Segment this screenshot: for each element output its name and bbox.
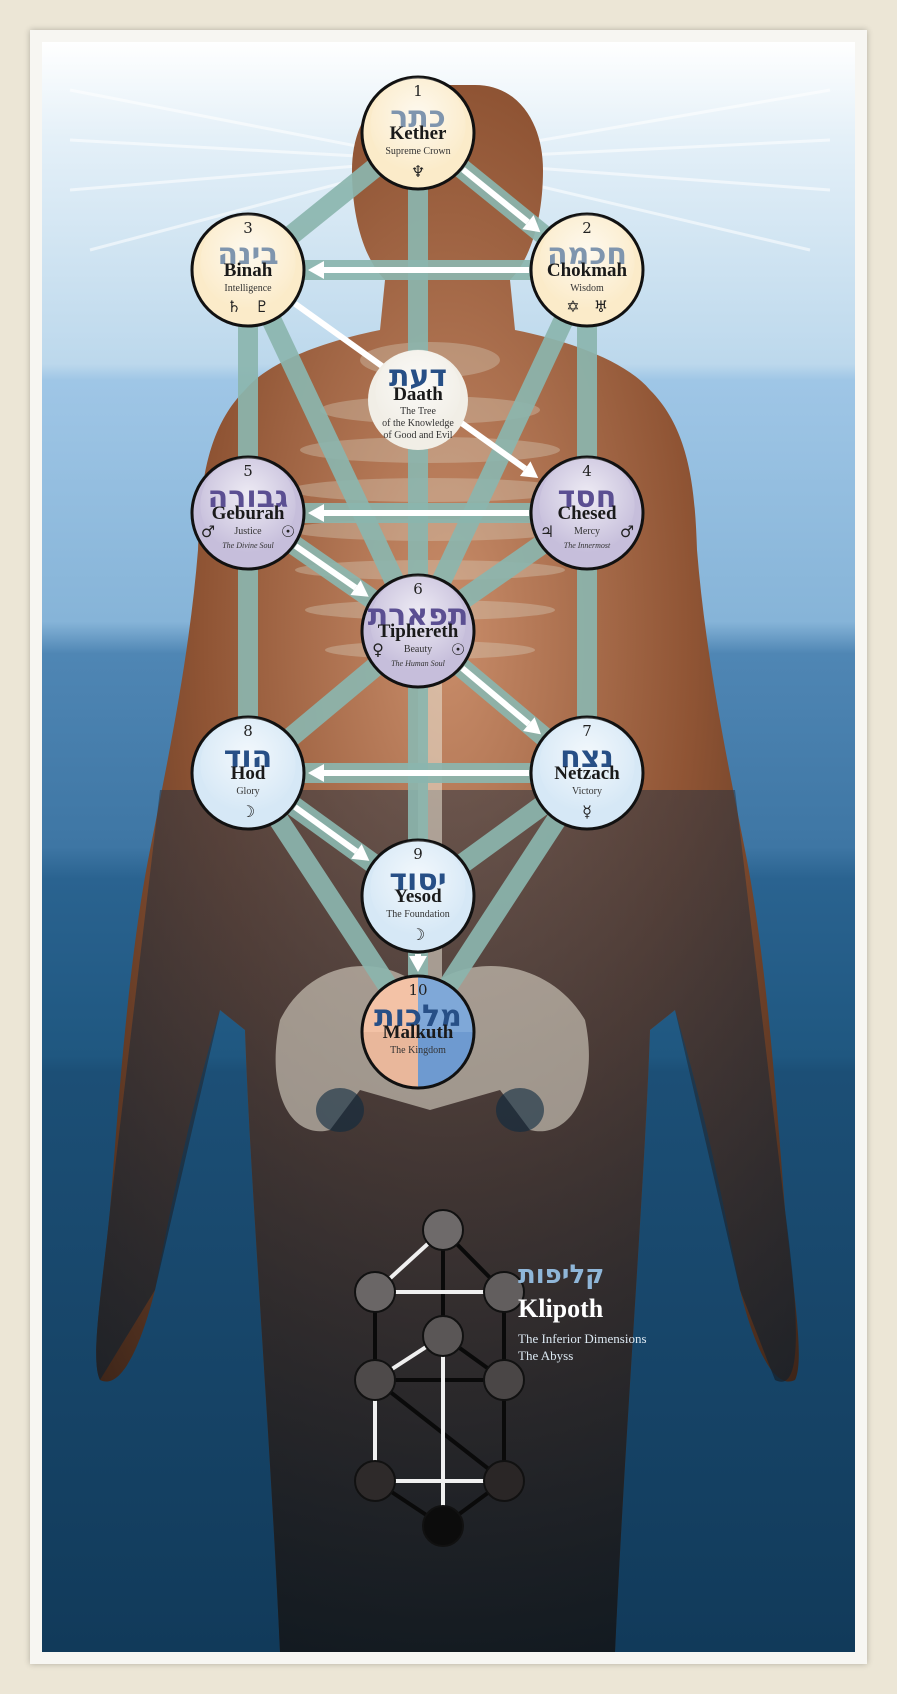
sephirah-number: 9: [413, 845, 423, 863]
sephirah-subtitle: The Kingdom: [390, 1045, 446, 1056]
sephirah-subtitle: The Foundation: [386, 909, 450, 920]
sephirah-name: Yesod: [394, 886, 442, 907]
planet-symbol-icon: ☉: [451, 640, 465, 659]
sephirah-subtitle: Victory: [572, 786, 602, 797]
sephirah-tiny: The Divine Soul: [222, 541, 274, 550]
klipoth-node: [355, 1461, 395, 1501]
planet-symbol-icon: ☽: [411, 925, 425, 944]
sephirah-subtitle: Supreme Crown: [385, 146, 450, 157]
planet-symbol-icon: ♂: [620, 522, 634, 541]
sephirah-name: Netzach: [554, 763, 620, 784]
sephirah-tiny: The Human Soul: [391, 659, 446, 668]
klipoth-title: Klipoth: [518, 1294, 604, 1323]
sephirah-name: Chokmah: [547, 260, 628, 281]
klipoth-node: [484, 1360, 524, 1400]
planet-symbol-icon: ☿: [582, 802, 592, 821]
sephirah-number: 4: [582, 462, 592, 480]
sephirah-number: 6: [413, 580, 423, 598]
klipoth-subtitle-1: The Inferior Dimensions: [518, 1331, 647, 1346]
sephirah-tiny: of Good and Evil: [383, 430, 452, 441]
sephirah-subtitle2: of the Knowledge: [382, 418, 454, 429]
planet-symbol-icon: ♅: [594, 297, 608, 316]
sephirah-number: 8: [243, 722, 253, 740]
planet-symbol-icon: ♆: [411, 162, 425, 181]
sephirah-subtitle: Mercy: [574, 526, 600, 537]
sephirah-name: Daath: [393, 384, 443, 405]
sephirah-number: 2: [582, 219, 592, 237]
sephirah-number: 10: [408, 981, 427, 999]
klipoth-subtitle-2: The Abyss: [518, 1348, 573, 1363]
sephirah-name: Malkuth: [383, 1022, 454, 1043]
sephirah-name: Geburah: [212, 503, 285, 524]
planet-symbol-icon: ♂: [201, 522, 215, 541]
klipoth-node: [355, 1272, 395, 1312]
sephirah-subtitle: Intelligence: [224, 283, 272, 294]
planet-symbol-icon: ♀: [372, 640, 384, 659]
klipoth-node: [423, 1210, 463, 1250]
planet-symbol-icon: ♄: [227, 297, 241, 316]
planet-symbol-icon: ♇: [255, 297, 269, 316]
klipoth-node: [484, 1461, 524, 1501]
sephirah-tiny: The Innermost: [564, 541, 611, 550]
sephirah-number: 3: [243, 219, 253, 237]
klipoth-node: [355, 1360, 395, 1400]
sephirah-subtitle: Justice: [234, 526, 262, 537]
sephirah-name: Hod: [231, 763, 266, 784]
sephirah-name: Chesed: [557, 503, 617, 524]
sephirah-number: 1: [413, 82, 423, 100]
planet-symbol-icon: ☽: [241, 802, 255, 821]
sephirah-name: Kether: [390, 123, 448, 144]
sephirah-name: Binah: [224, 260, 273, 281]
klipoth-node: [423, 1316, 463, 1356]
klipoth-node: [423, 1506, 463, 1546]
klipoth-hebrew: קליפות: [518, 1260, 604, 1290]
sephirah-subtitle: Wisdom: [570, 283, 604, 294]
sephirah-subtitle: Beauty: [404, 644, 432, 655]
planet-symbol-icon: ♃: [540, 522, 554, 541]
planet-symbol-icon: ☉: [281, 522, 295, 541]
planet-symbol-icon: ✡: [566, 297, 579, 316]
sephirah-subtitle: Glory: [236, 786, 259, 797]
sephirah-subtitle: The Tree: [400, 406, 436, 417]
sephirah-name: Tiphereth: [378, 621, 459, 642]
poster-frame: 1כתרKetherSupreme Crown♆2חכמהChokmahWisd…: [30, 30, 867, 1664]
sephirah-number: 5: [243, 462, 253, 480]
sephirah-number: 7: [582, 722, 592, 740]
